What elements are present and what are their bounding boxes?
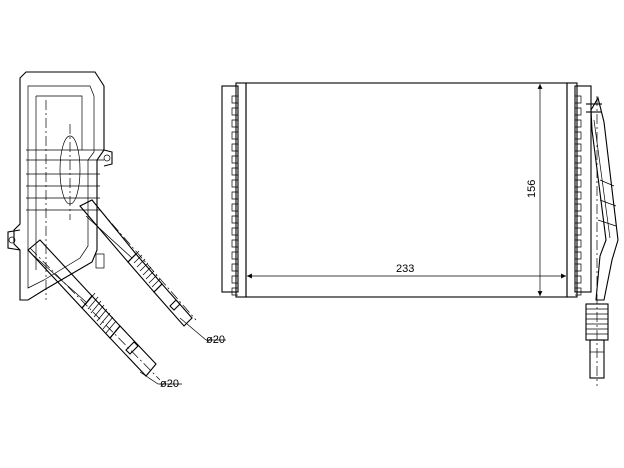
lower-pipe-end (109, 325, 157, 377)
tank-tooth (231, 119, 238, 128)
mount-ear-right (103, 149, 113, 167)
tank-tooth (231, 275, 238, 284)
tank-tooth (231, 215, 238, 224)
upper-pipe-corrugation (127, 250, 163, 293)
left-tank (221, 85, 239, 293)
tank-tooth (575, 263, 582, 272)
height-dimension-label: 156 (526, 180, 538, 198)
tank-tooth (575, 251, 582, 260)
tank-tooth (231, 263, 238, 272)
outlet-pipe (590, 96, 619, 301)
tank-tooth (231, 251, 238, 260)
lower-pipe (27, 239, 93, 309)
tank-tooth (575, 143, 582, 152)
upper-pipe-end (153, 283, 193, 327)
front-view: 233 156 (221, 82, 619, 386)
upper-pipe (79, 199, 137, 263)
tank-tooth (231, 227, 238, 236)
tank-tooth (231, 155, 238, 164)
tank-tooth (231, 287, 238, 296)
tank-tooth (575, 203, 582, 212)
tank-tooth (575, 179, 582, 188)
lower-pipe-diameter-label: ø20 (160, 378, 179, 390)
right-tank-teeth (575, 95, 582, 296)
side-tank-inner (27, 85, 95, 289)
tank-tooth (575, 119, 582, 128)
tank-tooth (231, 179, 238, 188)
tank-tooth (575, 167, 582, 176)
tank-tooth (231, 239, 238, 248)
tank-tooth (575, 239, 582, 248)
tank-tooth (231, 191, 238, 200)
tank-tooth (575, 227, 582, 236)
left-tank-teeth (231, 95, 238, 296)
width-dimension-label: 233 (396, 263, 414, 275)
tank-tooth (231, 107, 238, 116)
tank-tooth (231, 143, 238, 152)
side-view: ø20 ø20 (7, 71, 226, 390)
tank-tooth (575, 95, 582, 104)
upper-pipe-diameter-label: ø20 (206, 334, 225, 346)
tank-tooth (231, 95, 238, 104)
tank-tooth (575, 155, 582, 164)
tank-tooth (231, 131, 238, 140)
tank-tooth (575, 107, 582, 116)
side-tank-outline (13, 71, 105, 301)
lower-pipe-corrugation (81, 292, 121, 339)
tank-tooth (575, 131, 582, 140)
mount-ear-left (7, 229, 21, 251)
right-tank (566, 82, 578, 298)
tank-tooth (231, 203, 238, 212)
tank-tooth (575, 287, 582, 296)
tank-tooth (575, 215, 582, 224)
tank-tooth (575, 191, 582, 200)
tank-tooth (231, 167, 238, 176)
tank-tooth (575, 275, 582, 284)
